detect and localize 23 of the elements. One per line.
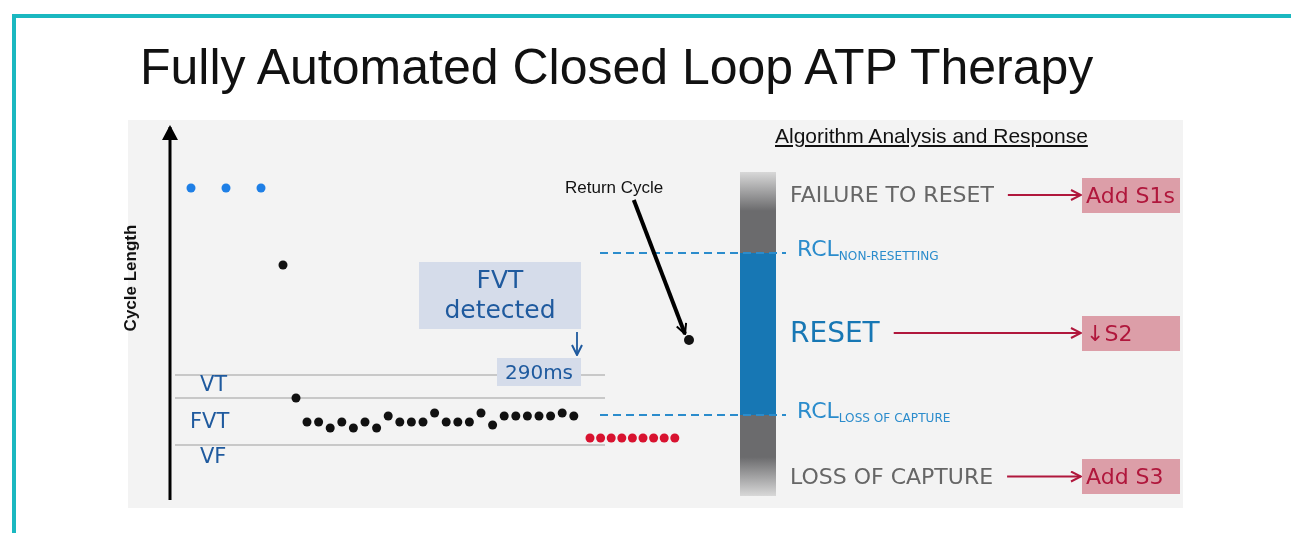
threshold-label: RCL$_{LOSS OF CAPTURE}$ xyxy=(797,398,951,426)
zone-label: VT xyxy=(200,372,228,396)
callout-text: Return Cycle xyxy=(565,178,664,198)
response-box: Add S3 xyxy=(1082,459,1180,494)
zone-label: VF xyxy=(200,444,227,468)
arrow xyxy=(631,199,688,335)
threshold-label: RCL$_{NON-RESETTING}$ xyxy=(797,236,939,264)
arrow xyxy=(1006,189,1082,201)
title: Fully Automated Closed Loop ATP Therapy xyxy=(140,38,1094,96)
axis-label: Cycle Length xyxy=(121,224,142,332)
section-heading: Algorithm Analysis and Response xyxy=(775,124,1088,148)
zone-label: FVT xyxy=(190,409,230,433)
arrow xyxy=(892,327,1082,339)
response-box: Add S1s xyxy=(1082,178,1180,213)
outcome-label: FAILURE TO RESET xyxy=(790,182,994,207)
response-box: ↓S2 xyxy=(1082,316,1180,351)
value-tag: 290ms xyxy=(497,358,581,386)
outcome-label: LOSS OF CAPTURE xyxy=(790,464,994,489)
data-point xyxy=(684,335,694,345)
annotation-box: FVT detected xyxy=(419,262,581,329)
outcome-label: RESET xyxy=(790,316,880,349)
arrow xyxy=(571,331,583,356)
arrow xyxy=(1006,470,1082,483)
